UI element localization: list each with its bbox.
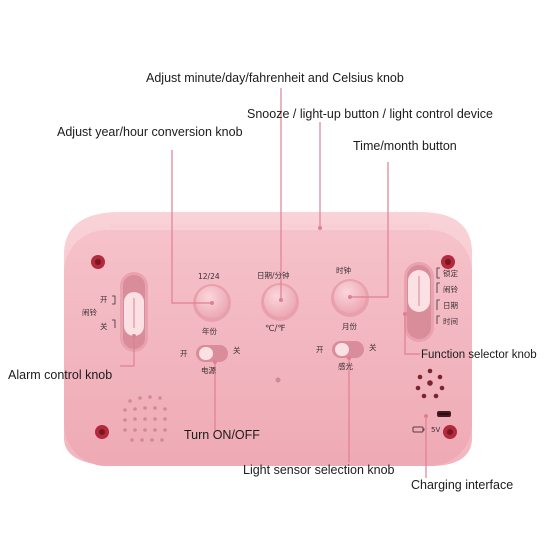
button-1-bottom-label: 年份 bbox=[202, 327, 217, 336]
callout-charging-interface: Charging interface bbox=[411, 478, 514, 492]
power-off-label: 关 bbox=[233, 346, 241, 355]
func-lock-label: 锁定 bbox=[443, 269, 458, 278]
power-switch[interactable] bbox=[196, 345, 228, 362]
button-3-bottom-label: 月份 bbox=[342, 322, 357, 331]
callout-lines bbox=[120, 88, 427, 478]
function-selector-toggle[interactable] bbox=[404, 262, 434, 342]
callout-dots bbox=[132, 226, 428, 418]
alarm-off-label: 关 bbox=[100, 322, 108, 331]
alarm-bell-label: 闹铃 bbox=[82, 308, 97, 317]
alarm-on-label: 开 bbox=[100, 295, 108, 304]
buzzer-holes bbox=[415, 368, 445, 399]
alarm-toggle[interactable] bbox=[120, 272, 148, 352]
button-3-top-label: 时钟 bbox=[336, 266, 351, 275]
battery-icon bbox=[412, 426, 425, 433]
button-1-top-label: 12/24 bbox=[198, 272, 220, 281]
func-alarm-label: 闹铃 bbox=[443, 285, 458, 294]
light-on-label: 开 bbox=[316, 345, 324, 354]
speaker-grille bbox=[123, 395, 167, 442]
button-2-bottom-label: ℃/℉ bbox=[265, 324, 286, 334]
alarm-brace bbox=[112, 295, 116, 328]
func-time-label: 时间 bbox=[443, 317, 458, 326]
callout-light-sensor-knob: Light sensor selection knob bbox=[243, 463, 395, 477]
callout-alarm-control-knob: Alarm control knob bbox=[8, 368, 113, 382]
callout-snooze-button: Snooze / light-up button / light control… bbox=[247, 107, 493, 121]
function-brace bbox=[436, 267, 440, 324]
power-on-label: 开 bbox=[180, 349, 188, 358]
callout-year-hour-knob: Adjust year/hour conversion knob bbox=[57, 125, 243, 139]
sensor-dot bbox=[275, 377, 281, 383]
screw-holes bbox=[91, 255, 457, 439]
callout-function-selector: Function selector knob bbox=[421, 349, 537, 361]
callout-time-month-button: Time/month button bbox=[353, 139, 457, 153]
charge-5v-label: 5V bbox=[431, 426, 441, 434]
func-date-label: 日期 bbox=[443, 301, 458, 310]
light-sensor-switch[interactable] bbox=[332, 341, 364, 358]
light-sensor-label: 感光 bbox=[338, 362, 353, 371]
power-label: 电源 bbox=[201, 366, 216, 375]
callout-minute-knob: Adjust minute/day/fahrenheit and Celsius… bbox=[146, 71, 404, 85]
button-2-top-label: 日期/分钟 bbox=[257, 271, 290, 280]
light-off-label: 关 bbox=[369, 343, 377, 352]
charging-port[interactable] bbox=[437, 411, 451, 417]
callout-turn-on-off: Turn ON/OFF bbox=[184, 428, 260, 442]
clock-body bbox=[64, 212, 472, 466]
